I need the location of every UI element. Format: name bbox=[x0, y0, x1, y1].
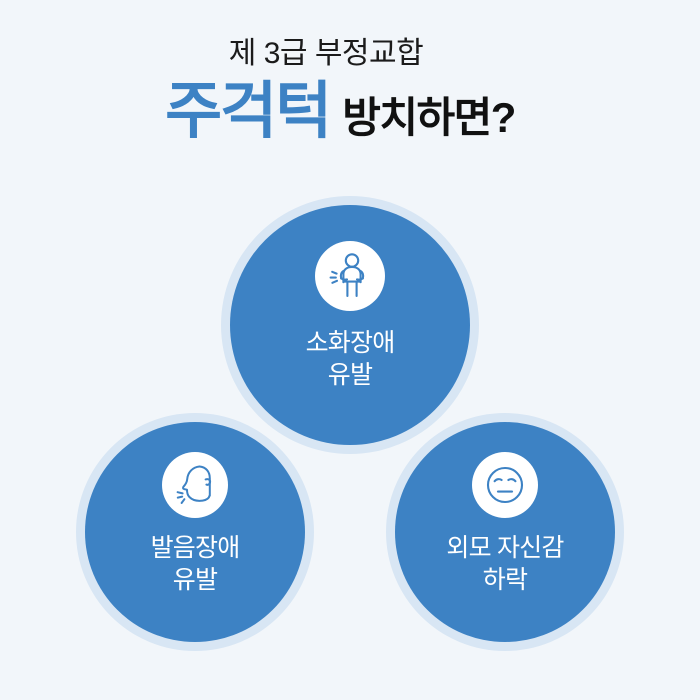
title-subline: 제 3급 부정교합 bbox=[228, 37, 424, 70]
title-emphasis: 주걱턱 bbox=[165, 77, 332, 146]
icon-disc-appearance bbox=[472, 452, 538, 518]
bubble-label-pronunciation: 발음장애 유발 bbox=[150, 534, 241, 594]
bubble-digestion[interactable]: 소화장애 유발 bbox=[230, 205, 470, 445]
title-question: 방치하면? bbox=[342, 94, 516, 141]
bubble-pronunciation[interactable]: 발음장애 유발 bbox=[85, 422, 305, 642]
sad-face-icon bbox=[483, 463, 527, 507]
bubble-appearance[interactable]: 외모 자신감 하락 bbox=[395, 422, 615, 642]
face-profile-speech-icon bbox=[173, 462, 217, 508]
person-stomach-ache-icon bbox=[328, 252, 372, 300]
bubble-label-appearance: 외모 자신감 하락 bbox=[446, 534, 564, 594]
icon-disc-digestion bbox=[315, 241, 385, 311]
icon-disc-pronunciation bbox=[162, 452, 228, 518]
bubble-label-digestion: 소화장애 유발 bbox=[305, 329, 396, 389]
